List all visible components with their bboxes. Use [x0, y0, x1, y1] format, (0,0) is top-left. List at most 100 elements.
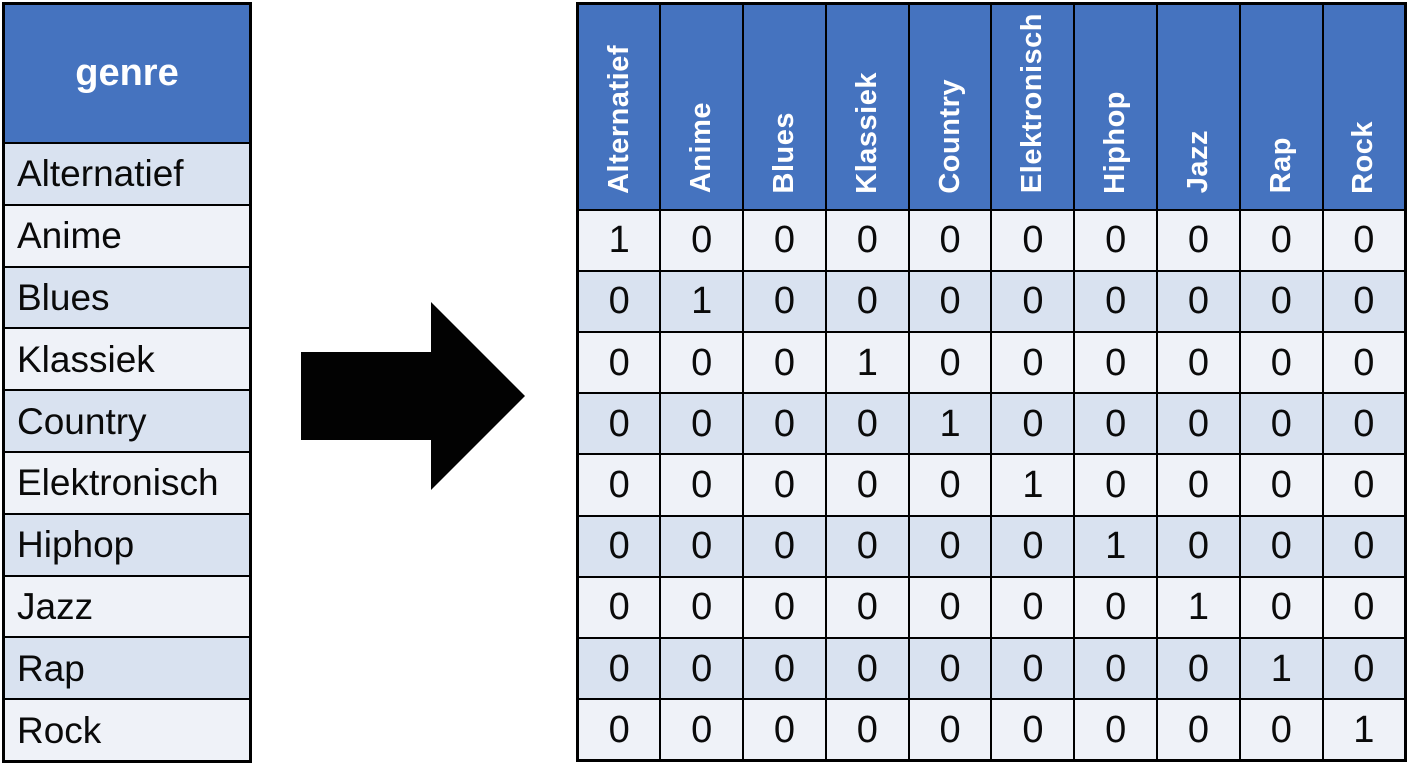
genre-row-label: Rap	[17, 647, 85, 689]
encoded-cell: 0	[1073, 453, 1159, 517]
genre-header-label: genre	[75, 52, 179, 94]
encoded-cell: 1	[1156, 575, 1241, 640]
encoded-cell: 0	[576, 453, 662, 517]
genre-row-alternatief: Alternatief	[5, 142, 249, 204]
encoded-cell: 0	[742, 698, 827, 762]
encoded-cell: 0	[990, 575, 1076, 640]
encoded-col-label: Rap	[1264, 137, 1297, 194]
encoded-cell: 0	[1156, 698, 1241, 762]
genre-row-jazz: Jazz	[5, 574, 249, 637]
encoded-cell: 0	[907, 514, 993, 578]
genre-row-elektronisch: Elektronisch	[5, 450, 249, 513]
one-hot-matrix-table: Alternatief Anime Blues Klassiek Country Elek…	[576, 2, 1407, 762]
genre-row-label: Blues	[17, 276, 110, 318]
encoded-col-label: Hiphop	[1099, 90, 1132, 194]
encoded-cell: 0	[1321, 575, 1407, 640]
right-arrow-icon	[301, 302, 525, 490]
encoded-cell: 0	[1156, 637, 1241, 701]
encoded-cell: 0	[1238, 698, 1324, 762]
encoded-col-label: Anime	[685, 102, 718, 194]
encoded-col-label: Klassiek	[850, 71, 883, 194]
encoded-cell: 0	[742, 575, 827, 640]
encoded-col-header-anime: Anime	[659, 2, 745, 211]
encoded-cell: 0	[1156, 392, 1241, 456]
encoded-cell: 0	[1073, 269, 1159, 333]
encoded-col-header-rap: Rap	[1238, 2, 1324, 211]
encoded-col-label: Jazz	[1181, 130, 1214, 194]
encoded-col-header-klassiek: Klassiek	[824, 2, 910, 211]
encoded-cell: 0	[576, 514, 662, 578]
encoded-cell: 0	[1238, 269, 1324, 333]
encoded-cell: 0	[1156, 208, 1241, 272]
encoded-cell: 0	[1238, 514, 1324, 578]
encoded-cell: 0	[742, 637, 827, 701]
encoded-cell: 0	[659, 392, 745, 456]
encoded-cell: 0	[742, 269, 827, 333]
encoded-cell: 0	[659, 514, 745, 578]
encoded-col-label: Rock	[1347, 120, 1380, 194]
genre-row-label: Rock	[17, 709, 102, 751]
encoded-col-header-rock: Rock	[1321, 2, 1407, 211]
encoded-cell: 0	[742, 330, 827, 395]
encoded-cell: 0	[1156, 330, 1241, 395]
encoded-cell: 0	[1321, 453, 1407, 517]
encoded-cell: 0	[1321, 637, 1407, 701]
genre-row-label: Alternatief	[17, 153, 184, 195]
encoded-col-header-elektronisch: Elektronisch	[990, 2, 1076, 211]
encoded-col-label: Elektronisch	[1016, 13, 1049, 194]
encoded-cell: 0	[990, 392, 1076, 456]
encoded-cell: 0	[576, 637, 662, 701]
encoded-cell: 0	[907, 575, 993, 640]
encoded-cell: 0	[1321, 330, 1407, 395]
encoded-col-label: Country	[933, 78, 966, 194]
encoded-cell: 0	[907, 637, 993, 701]
encoded-cell: 0	[1073, 208, 1159, 272]
encoded-cell: 0	[742, 453, 827, 517]
encoded-cell: 0	[659, 330, 745, 395]
encoded-col-header-alternatief: Alternatief	[576, 2, 662, 211]
encoded-cell: 1	[576, 208, 662, 272]
encoded-cell: 0	[1321, 269, 1407, 333]
encoded-cell: 0	[907, 269, 993, 333]
encoded-col-label: Blues	[767, 112, 800, 194]
encoded-cell: 0	[659, 208, 745, 272]
encoded-cell: 0	[990, 330, 1076, 395]
encoded-cell: 0	[742, 514, 827, 578]
encoded-header-row: Alternatief Anime Blues Klassiek Country Elek…	[576, 2, 1407, 211]
genre-row-label: Jazz	[17, 585, 94, 627]
encoded-cell: 0	[1156, 514, 1241, 578]
genre-row-country: Country	[5, 389, 249, 451]
encoded-cell: 1	[907, 392, 993, 456]
genre-row-label: Klassiek	[17, 338, 155, 380]
encoded-col-header-jazz: Jazz	[1156, 2, 1241, 211]
encoded-cell: 0	[907, 453, 993, 517]
encoded-cell: 0	[1156, 453, 1241, 517]
encoded-cell: 0	[990, 269, 1076, 333]
genre-row-rock: Rock	[5, 698, 249, 760]
genre-row-label: Anime	[17, 215, 122, 257]
encoded-col-header-country: Country	[907, 2, 993, 211]
encoded-cell: 0	[824, 698, 910, 762]
genre-row-blues: Blues	[5, 265, 249, 328]
encoded-cell: 0	[576, 575, 662, 640]
encoded-cell: 0	[659, 637, 745, 701]
encoded-cell: 0	[1073, 637, 1159, 701]
genre-row-klassiek: Klassiek	[5, 327, 249, 390]
genre-row-label: Country	[17, 400, 147, 442]
encoded-cell: 0	[659, 453, 745, 517]
encoded-cell: 0	[1321, 208, 1407, 272]
encoded-cell: 0	[742, 208, 827, 272]
encoded-cell: 0	[990, 698, 1076, 762]
encoded-cell: 0	[576, 392, 662, 456]
encoded-cell: 0	[824, 575, 910, 640]
encoded-cell: 0	[907, 698, 993, 762]
